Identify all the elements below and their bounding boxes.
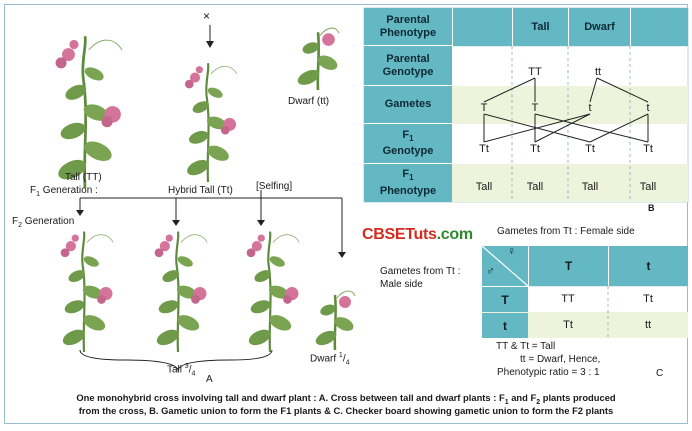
cross-arrow bbox=[206, 25, 214, 48]
site-logo: CBSETuts.com bbox=[362, 226, 473, 243]
male-side-label: Gametes from Tt : Male side bbox=[380, 266, 461, 290]
plant-f2-tall-3 bbox=[245, 230, 301, 354]
tall-fraction-label: Tall 3/4 bbox=[167, 363, 196, 378]
f1-phenotype-band bbox=[452, 164, 688, 202]
f1-phenotype-2: Tall bbox=[526, 181, 544, 193]
female-side-label: Gametes from Tt : Female side bbox=[497, 226, 635, 237]
plant-tall-tt bbox=[53, 34, 124, 190]
dwarf-fraction-label: Dwarf 1/4 bbox=[310, 352, 350, 367]
tall-brace bbox=[79, 349, 273, 372]
panel-c-letter: C bbox=[656, 368, 664, 379]
tall-tt-label: Tall (TT) bbox=[65, 172, 102, 183]
row-parental-genotype: Parental Genotype bbox=[364, 46, 452, 86]
caption-line-1: One monohybrid cross involving tall and … bbox=[76, 392, 616, 406]
f1-genotype-3: Tt bbox=[585, 143, 595, 155]
row-gamete-t: t bbox=[482, 313, 528, 338]
header-spacer-right bbox=[630, 8, 688, 46]
plant-dwarf-tt bbox=[294, 26, 341, 92]
gamete-3: t bbox=[588, 102, 592, 114]
cell-TT: TT bbox=[561, 293, 575, 305]
plant-f2-tall-2 bbox=[153, 230, 209, 354]
cross-symbol: × bbox=[203, 9, 211, 23]
row-parental-phenotype: Parental Phenotype bbox=[364, 8, 452, 46]
male-symbol: ♂ bbox=[486, 264, 495, 278]
panel-a-letter: A bbox=[206, 374, 213, 385]
selfing-label: [Selfing] bbox=[256, 181, 293, 192]
f2-arrow-heads bbox=[76, 210, 346, 258]
header-tall: Tall bbox=[512, 8, 568, 46]
f1-generation-label: F1 Generation : bbox=[30, 185, 98, 198]
f1-genotype-4: Tt bbox=[643, 143, 653, 155]
gamete-lines bbox=[483, 77, 649, 143]
col-gamete-t: t bbox=[609, 246, 688, 286]
note-line-3: Phenotypic ratio = 3 : 1 bbox=[497, 367, 600, 378]
cell-tt: tt bbox=[644, 319, 652, 331]
gamete-2: T bbox=[531, 102, 539, 114]
f1-genotype-1: Tt bbox=[479, 143, 489, 155]
figure-frame bbox=[4, 4, 688, 424]
genotype-dwarf: tt bbox=[594, 66, 602, 78]
f1-phenotype-4: Tall bbox=[639, 181, 657, 193]
header-dwarf: Dwarf bbox=[568, 8, 630, 46]
plant-hybrid-tall-tt bbox=[183, 62, 238, 184]
plant-f2-dwarf bbox=[312, 289, 357, 352]
f1-phenotype-1: Tall bbox=[475, 181, 493, 193]
row-gamete-T: T bbox=[482, 287, 528, 312]
hybrid-tall-label: Hybrid Tall (Tt) bbox=[168, 185, 233, 196]
note-line-2: tt = Dwarf, Hence, bbox=[520, 354, 601, 365]
header-spacer bbox=[452, 8, 512, 46]
note-line-1: TT & Tt = Tall bbox=[496, 341, 556, 352]
female-symbol: ♀ bbox=[507, 244, 516, 258]
col-gamete-T: T bbox=[529, 246, 608, 286]
panel-b-letter: B bbox=[648, 203, 655, 213]
cell-Tt-2: Tt bbox=[563, 319, 573, 331]
plant-f2-tall-1 bbox=[59, 230, 115, 354]
genotype-tall: TT bbox=[528, 66, 542, 78]
f2-generation-label: F2 Generation bbox=[12, 216, 75, 229]
dwarf-tt-label: Dwarf (tt) bbox=[288, 96, 330, 107]
f1-genotype-2: Tt bbox=[530, 143, 540, 155]
gamete-1: T bbox=[480, 102, 488, 114]
gamete-4: t bbox=[646, 102, 650, 114]
cell-Tt-1: Tt bbox=[643, 293, 653, 305]
f1-phenotype-3: Tall bbox=[581, 181, 599, 193]
gametes-band bbox=[452, 86, 688, 124]
caption-line-2: from the cross, B. Gametic union to form… bbox=[78, 405, 614, 416]
row-gametes: Gametes bbox=[364, 86, 452, 124]
f2-branch-arrows bbox=[79, 190, 343, 254]
